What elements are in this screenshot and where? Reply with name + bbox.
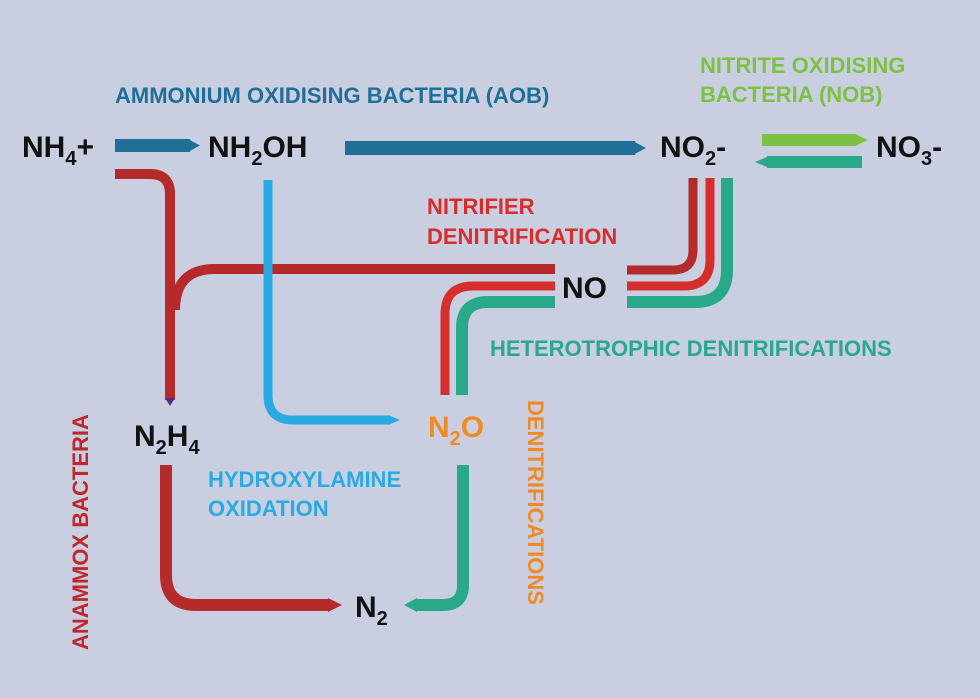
nitrifier-path-no-to-n2o — [440, 281, 555, 395]
species-n2o: N2O — [428, 411, 484, 450]
label-hydroxylamine-line1: HYDROXYLAMINE — [208, 467, 401, 492]
heterotrophic-path-no-to-n2o — [456, 296, 555, 395]
nitrifier-path-no-to-n2h4 — [170, 264, 555, 311]
anammox-path-nh4-to-n2h4 — [115, 169, 175, 400]
hydroxylamine-arrowhead — [388, 415, 400, 425]
anammox-path-n2h4-to-n2 — [160, 465, 330, 611]
aob-arrow-nh4-to-nh2oh — [115, 139, 200, 152]
label-aob: AMMONIUM OXIDISING BACTERIA (AOB) — [115, 83, 549, 108]
species-no2: NO2- — [660, 131, 726, 170]
label-nitrifier-line1: NITRIFIER — [427, 194, 535, 219]
species-n2h4: N2H4 — [134, 420, 200, 459]
species-no3: NO3- — [876, 131, 942, 170]
label-nob-line1: NITRITE OXIDISING — [700, 53, 905, 78]
label-denitrifications: DENITRIFICATIONS — [523, 400, 548, 605]
denitrification-path-n2o-to-n2 — [415, 465, 469, 611]
anammox-n2-arrowhead — [328, 598, 342, 612]
denitrification-n2-arrowhead — [404, 598, 417, 612]
nitrifier-path-no2-to-no — [627, 178, 698, 275]
species-nh4: NH4+ — [22, 131, 94, 170]
species-nh2oh: NH2OH — [208, 131, 307, 170]
heterotrophic-path-no2-to-no — [627, 178, 733, 308]
hydroxylamine-path-nh2oh-to-n2o — [263, 180, 390, 425]
species-no: NO — [562, 272, 607, 305]
label-anammox: ANAMMOX BACTERIA — [68, 414, 93, 650]
nob-arrow-no2-to-no3 — [762, 134, 868, 146]
arrow-no3-to-no2 — [755, 156, 862, 168]
anammox-arrowhead — [165, 398, 175, 406]
label-nitrifier-line2: DENITRIFICATION — [427, 224, 617, 249]
label-hydroxylamine-line2: OXIDATION — [208, 496, 329, 521]
aob-arrow-nh2oh-to-no2 — [345, 141, 646, 155]
species-n2: N2 — [355, 591, 388, 630]
label-nob-line2: BACTERIA (NOB) — [700, 82, 883, 107]
label-heterotrophic: HETEROTROPHIC DENITRIFICATIONS — [490, 336, 892, 361]
nitrifier-bright-path-no2-to-no — [627, 178, 715, 291]
